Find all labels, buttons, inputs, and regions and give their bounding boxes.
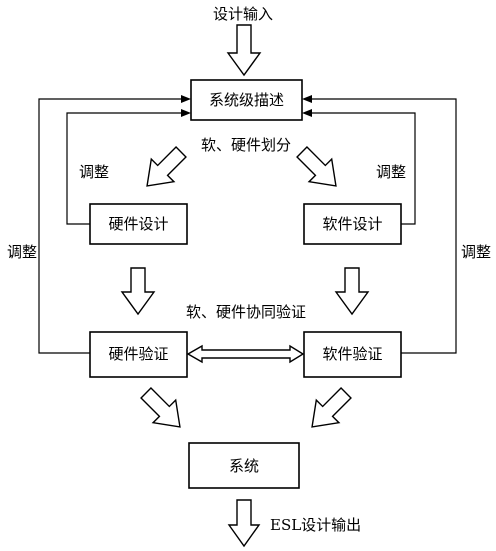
hardware-verification-label: 硬件验证 xyxy=(108,345,168,363)
co-verification-double-arrow xyxy=(186,344,305,364)
hw-sw-partition-label: 软、硬件划分 xyxy=(201,136,291,154)
hardware-design-down-arrow xyxy=(120,267,156,316)
software-verification-feedback-line xyxy=(310,98,457,354)
hardware-design-box: 硬件设计 xyxy=(89,203,188,245)
partition-to-software-arrow xyxy=(296,146,337,187)
hardware-design-label: 硬件设计 xyxy=(108,215,168,233)
system-description-label: 系统级描述 xyxy=(209,91,284,109)
system-label: 系统 xyxy=(229,457,259,475)
hardware-design-feedback-line xyxy=(66,112,183,225)
adjust-label-outer-right: 调整 xyxy=(461,243,491,261)
adjust-label-inner-left: 调整 xyxy=(79,163,109,181)
co-verification-label: 软、硬件协同验证 xyxy=(186,303,306,321)
software-design-box: 软件设计 xyxy=(303,203,402,245)
hardware-verification-feedback-arrowhead xyxy=(181,95,191,103)
software-design-down-arrow xyxy=(334,267,370,316)
adjust-label-inner-right: 调整 xyxy=(376,163,406,181)
system-description-box: 系统级描述 xyxy=(190,79,303,121)
design-input-label: 设计输入 xyxy=(213,5,273,23)
software-design-label: 软件设计 xyxy=(322,215,382,233)
software-design-feedback-arrowhead xyxy=(302,109,312,117)
hardware-design-feedback-arrowhead xyxy=(181,109,191,117)
system-box: 系统 xyxy=(188,442,300,489)
software-verification-label: 软件验证 xyxy=(322,345,382,363)
hardware-verification-box: 硬件验证 xyxy=(89,331,188,378)
software-verification-feedback-arrowhead xyxy=(302,95,312,103)
adjust-label-outer-left: 调整 xyxy=(7,243,37,261)
esl-design-output-label: ESL设计输出 xyxy=(270,516,361,534)
hardware-verification-to-system-arrow xyxy=(140,387,181,428)
esl-output-arrow xyxy=(227,499,261,548)
software-design-feedback-line xyxy=(310,112,416,225)
partition-to-hardware-arrow xyxy=(146,146,187,187)
software-verification-box: 软件验证 xyxy=(303,331,402,378)
software-verification-to-system-arrow xyxy=(311,387,352,428)
hardware-verification-feedback-line xyxy=(38,98,183,354)
design-input-arrow xyxy=(226,24,262,77)
